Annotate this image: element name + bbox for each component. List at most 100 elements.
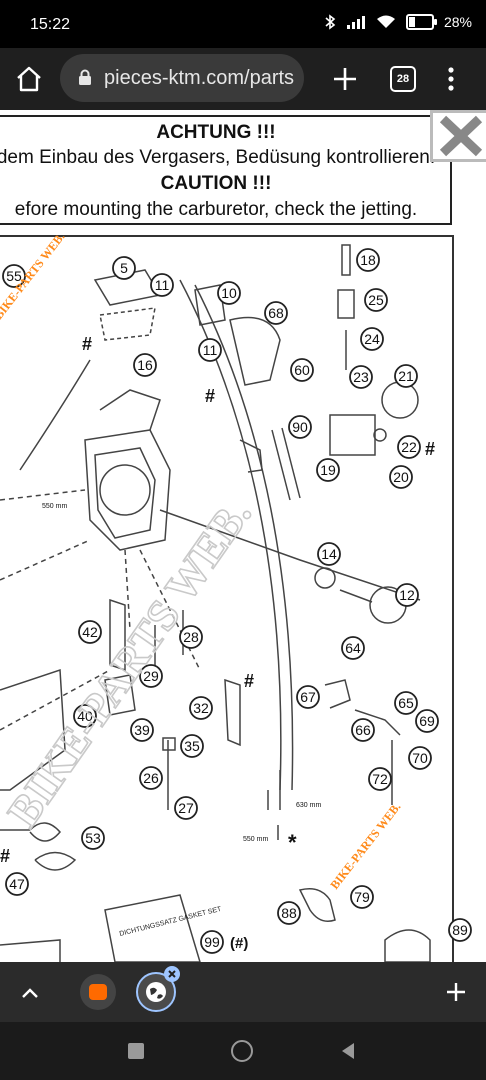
part-callout[interactable]: 11 [198,338,222,362]
callout-number: 55 [6,268,22,284]
ref-99-suffix: (#) [230,935,248,952]
part-callout[interactable]: 70 [408,746,432,770]
part-callout[interactable]: 12 [395,583,419,607]
part-callout[interactable]: 99 [200,930,224,954]
tab-active[interactable] [136,966,180,1012]
asterisk-marker: * [288,830,297,855]
warning-heading-de: ACHTUNG !!! [156,122,276,143]
callout-number: 12 [399,587,415,603]
home-button[interactable] [231,1040,253,1062]
hash-marker: # [82,334,92,354]
part-callout[interactable]: 20 [389,465,413,489]
part-callout[interactable]: 10 [217,281,241,305]
part-callout[interactable]: 22 [397,435,421,459]
tab-switcher-button[interactable]: 28 [390,66,416,92]
part-callout[interactable]: 47 [5,872,29,896]
kebab-menu-icon[interactable] [442,64,460,94]
part-callout[interactable]: 25 [364,288,388,312]
callout-number: 64 [345,640,361,656]
callout-number: 69 [419,713,435,729]
web-content[interactable]: ACHTUNG !!! dem Einbau des Vergasers, Be… [0,110,486,962]
part-callout[interactable]: 26 [139,766,163,790]
callout-circle [174,796,198,820]
callout-number: 23 [353,369,369,385]
callout-number: 88 [281,905,297,921]
callout-circle [112,256,136,280]
callout-circle [133,353,157,377]
callout-circle [139,766,163,790]
part-callout[interactable]: 24 [360,327,384,351]
battery-level: 28% [443,14,472,30]
home-icon[interactable] [14,64,44,94]
callout-number: 22 [401,439,417,455]
part-callout[interactable]: 35 [180,734,204,758]
plus-icon[interactable] [446,982,466,1002]
part-callout[interactable]: 29 [139,664,163,688]
part-callout[interactable]: 64 [341,636,365,660]
callout-number: 90 [292,419,308,435]
close-icon[interactable] [164,966,180,982]
part-callout[interactable]: 67 [296,685,320,709]
recents-button[interactable] [128,1043,144,1059]
close-tab-badge[interactable] [164,966,180,982]
callout-number: 11 [203,342,218,358]
part-callout[interactable]: 72 [368,767,392,791]
part-callout[interactable]: 28 [179,625,203,649]
part-callout[interactable]: 32 [189,696,213,720]
warning-heading-en: CAUTION !!! [160,173,272,194]
hash-marker: # [244,671,254,691]
callout-number: 39 [134,722,150,738]
callout-number: 99 [204,934,220,950]
part-callout[interactable]: 89 [448,918,472,942]
callout-number: 24 [364,331,380,347]
watermark: BIKE-PARTS WEB. [0,490,261,836]
part-callout[interactable]: 68 [264,301,288,325]
part-callout[interactable]: 11 [150,273,174,297]
callout-circle [288,415,312,439]
part-callout[interactable]: 27 [174,796,198,820]
tab-ktm[interactable] [80,974,116,1010]
part-callout[interactable]: 23 [349,365,373,389]
signal-icon [346,16,365,29]
part-callout[interactable]: 65 [394,691,418,715]
part-callout[interactable]: 90 [288,415,312,439]
chevron-up-icon[interactable] [20,986,40,1000]
part-callout[interactable]: 18 [356,248,380,272]
callout-circle [415,709,439,733]
part-callout[interactable]: 16 [133,353,157,377]
part-callout[interactable]: 42 [78,620,102,644]
address-bar[interactable]: pieces-ktm.com/parts [60,54,304,102]
callout-circle [179,625,203,649]
part-callout[interactable]: 39 [130,718,154,742]
callout-circle [394,691,418,715]
part-callout[interactable]: 88 [277,901,301,925]
callout-circle [368,767,392,791]
part-callout[interactable]: 60 [290,358,314,382]
close-icon[interactable] [433,113,486,159]
part-callout[interactable]: 79 [350,885,374,909]
callout-number: 27 [178,800,194,816]
part-callout[interactable]: 19 [316,458,340,482]
close-button[interactable] [430,110,486,162]
lock-icon[interactable] [78,69,92,85]
part-callout[interactable]: 66 [351,718,375,742]
part-callout[interactable]: 53 [81,826,105,850]
callout-number: 35 [184,738,200,754]
part-callout[interactable]: 5 [112,256,136,280]
new-tab-icon[interactable] [330,64,360,94]
part-callout[interactable]: 40 [73,704,97,728]
part-callout[interactable]: 55 [2,264,26,288]
callout-number: 28 [183,629,199,645]
warning-text-de: dem Einbau des Vergasers, Bedüsung kontr… [0,147,436,168]
callout-number: 79 [354,889,370,905]
callout-number: 60 [294,362,310,378]
callout-circle [150,273,174,297]
part-callout[interactable]: 14 [317,542,341,566]
callout-circle [448,918,472,942]
part-callout[interactable]: 69 [415,709,439,733]
part-callout[interactable]: 21 [394,364,418,388]
back-button[interactable] [340,1042,356,1060]
callout-number: 89 [452,922,468,938]
url-text[interactable]: pieces-ktm.com/parts [104,67,294,89]
